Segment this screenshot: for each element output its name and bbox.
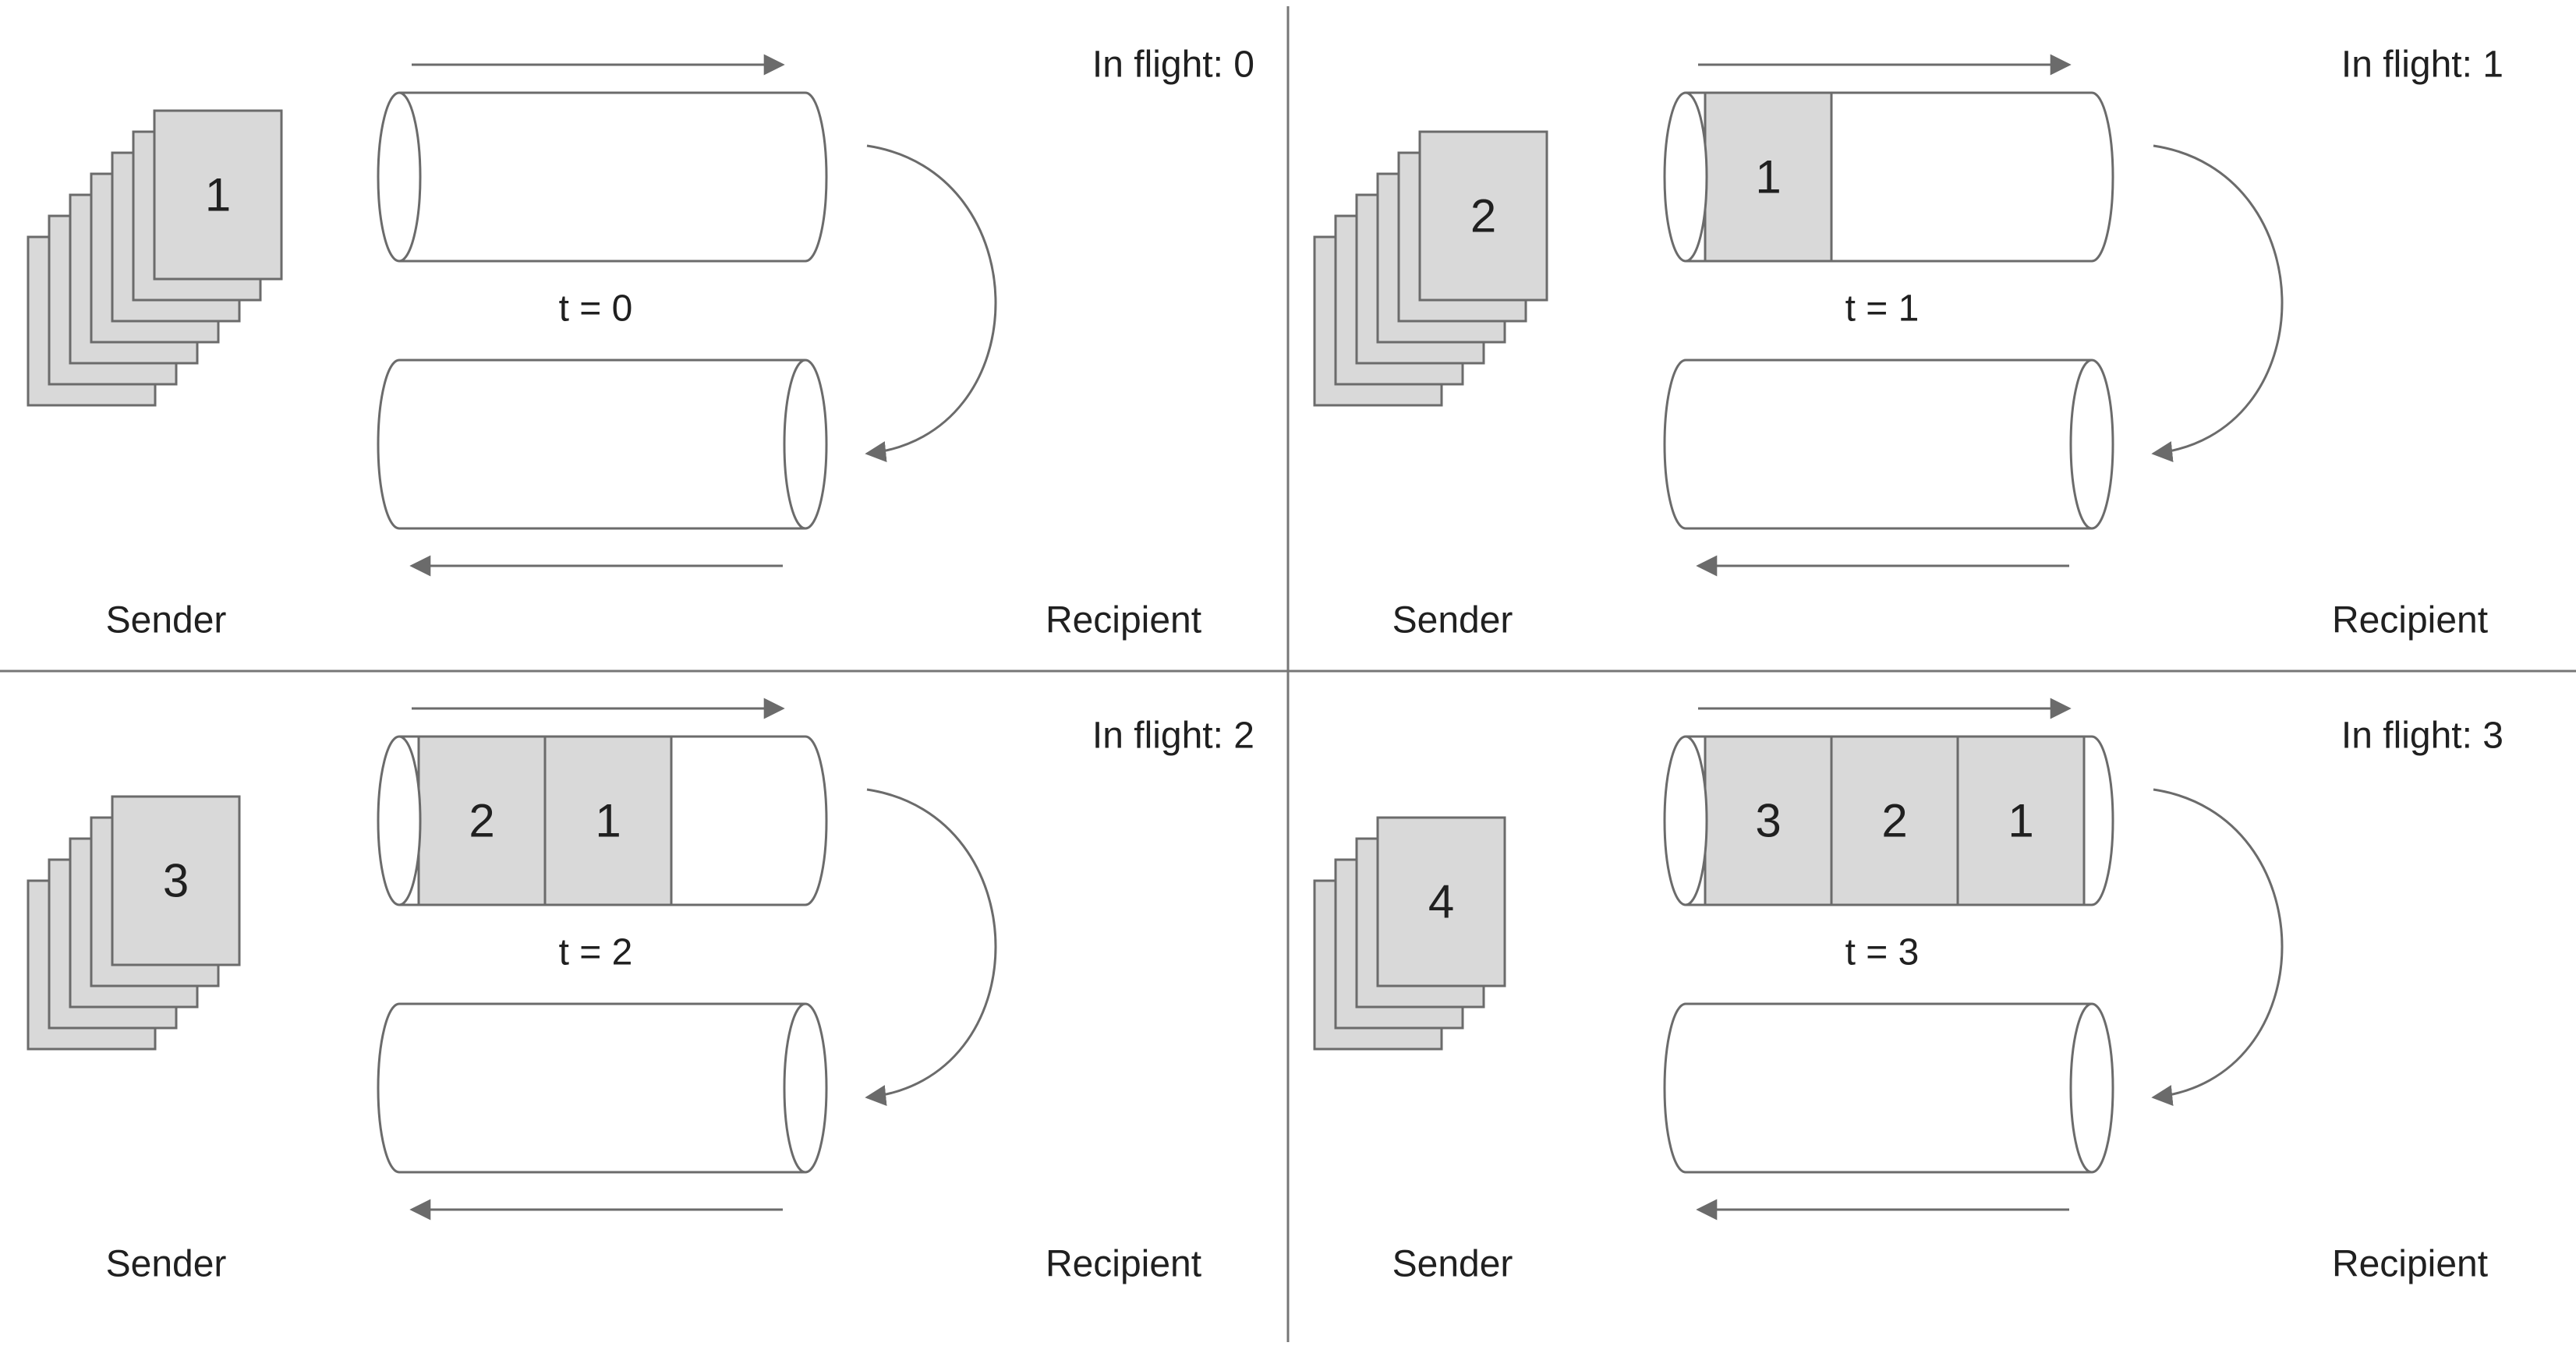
in-flight-packet <box>1956 735 2086 906</box>
in-flight-packet-label: 2 <box>469 795 494 847</box>
return-pipe <box>1663 359 2114 530</box>
return-pipe <box>377 1002 828 1174</box>
in-flight-packet-label: 1 <box>1755 151 1781 203</box>
in-flight-label: In flight: 2 <box>1092 715 1254 757</box>
in-flight-packet-label: 2 <box>1881 795 1907 847</box>
sender-label: Sender <box>1392 1244 1513 1285</box>
in-flight-label: In flight: 1 <box>2341 44 2503 86</box>
outbound-pipe: 1 <box>1663 91 2114 263</box>
packet-stack <box>1313 816 1506 1051</box>
stacked-packet <box>1376 816 1506 987</box>
time-label: t = 0 <box>559 288 633 330</box>
stacked-packet <box>153 109 283 281</box>
top-packet-label: 3 <box>163 855 189 907</box>
return-pipe <box>1663 1002 2114 1174</box>
return-pipe <box>377 359 828 530</box>
top-packet-label: 4 <box>1428 876 1454 928</box>
turnaround-arrow <box>865 144 997 462</box>
recipient-label: Recipient <box>2332 600 2488 641</box>
in-flight-label: In flight: 0 <box>1092 44 1254 86</box>
in-flight-packet <box>543 735 673 906</box>
in-flight-packet <box>1704 91 1833 263</box>
recipient-label: Recipient <box>1046 600 1201 641</box>
turnaround-arrow <box>865 788 997 1106</box>
top-packet-label: 2 <box>1470 190 1496 242</box>
panel-t3: 4 3 2 1 t = 3 In flight: 3 Sender Recipien… <box>1313 698 2503 1285</box>
in-flight-packet-label: 1 <box>2008 795 2033 847</box>
in-flight-packet-label: 1 <box>595 795 621 847</box>
stacked-packet <box>1418 130 1548 302</box>
panel-t1: 2 1 t = 1 In flight: 1 Sender Recipient <box>1313 44 2503 641</box>
in-flight-packet <box>1830 735 1959 906</box>
panel-t0: 1 t = 0 In flight: 0 Sender Recipient <box>27 44 1254 641</box>
sender-label: Sender <box>1392 600 1513 641</box>
packet-stack <box>1313 130 1548 407</box>
recipient-label: Recipient <box>2332 1244 2488 1285</box>
top-packet-label: 1 <box>205 169 231 221</box>
outbound-pipe: 3 2 1 <box>1663 735 2114 906</box>
sender-label: Sender <box>106 1244 227 1285</box>
packet-stack <box>27 795 241 1051</box>
outbound-pipe <box>377 91 828 263</box>
time-label: t = 2 <box>559 932 633 973</box>
sender-label: Sender <box>106 600 227 641</box>
turnaround-arrow <box>2151 144 2284 462</box>
in-flight-label: In flight: 3 <box>2341 715 2503 757</box>
recipient-label: Recipient <box>1046 1244 1201 1285</box>
time-label: t = 3 <box>1845 932 1920 973</box>
stacked-packet <box>111 795 241 966</box>
in-flight-packet-label: 3 <box>1755 795 1781 847</box>
packet-stack <box>27 109 283 407</box>
time-label: t = 1 <box>1845 288 1920 330</box>
turnaround-arrow <box>2151 788 2284 1106</box>
